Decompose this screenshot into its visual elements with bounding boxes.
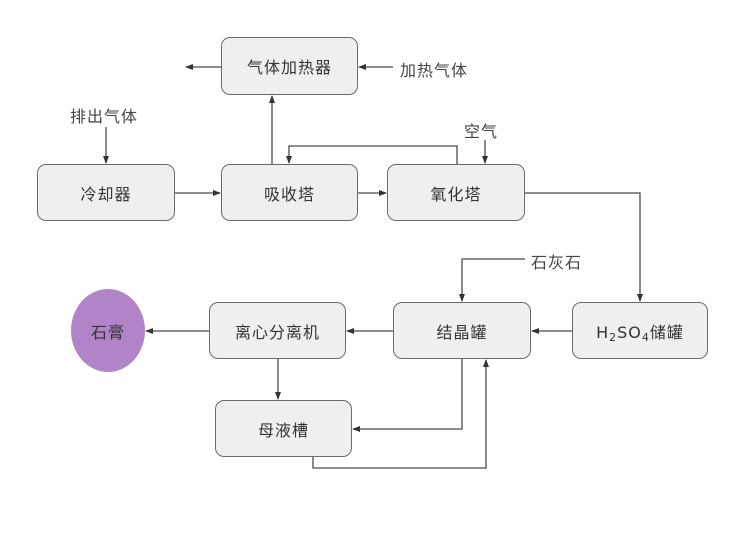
node-absorber-label: 吸收塔 <box>263 184 315 204</box>
node-h2so4-tank-label: H2SO4储罐 <box>596 319 684 343</box>
node-oxidizer: 氧化塔 <box>387 164 525 221</box>
node-absorber: 吸收塔 <box>221 164 358 221</box>
node-gypsum-label: 石膏 <box>90 322 125 342</box>
node-mother-liquor-tank-label: 母液槽 <box>257 420 309 440</box>
edge-oxidizer-to-absorber <box>286 145 458 164</box>
input-exhaust-gas: 排出气体 <box>70 107 139 126</box>
formula-sub-4: 4 <box>641 330 650 344</box>
node-gas-heater: 气体加热器 <box>221 37 358 95</box>
node-cooler-label: 冷却器 <box>80 184 132 204</box>
node-gypsum: 石膏 <box>71 289 145 372</box>
node-cooler: 冷却器 <box>37 164 175 221</box>
node-oxidizer-label: 氧化塔 <box>430 184 482 204</box>
edge-mother-liquor-to-crystallizer <box>312 359 489 469</box>
formula-sub-2: 2 <box>609 330 618 344</box>
input-air: 空气 <box>464 122 499 141</box>
formula-suffix: 储罐 <box>649 322 684 342</box>
input-limestone: 石灰石 <box>531 253 583 272</box>
node-centrifuge-label: 离心分离机 <box>234 322 320 342</box>
edge-oxidizer-to-h2so4 <box>525 192 643 302</box>
edge-crystallizer-to-mother-liquor <box>352 359 463 432</box>
formula-so: SO <box>617 322 642 342</box>
input-heated-gas: 加热气体 <box>400 61 469 80</box>
edge-limestone-to-crystallizer <box>459 258 525 302</box>
formula-h: H <box>596 322 610 342</box>
node-centrifuge: 离心分离机 <box>209 302 346 359</box>
node-h2so4-tank: H2SO4储罐 <box>572 302 708 359</box>
node-mother-liquor-tank: 母液槽 <box>215 400 352 457</box>
node-gas-heater-label: 气体加热器 <box>246 58 332 77</box>
node-crystallizer: 结晶罐 <box>393 302 531 359</box>
node-crystallizer-label: 结晶罐 <box>436 322 488 342</box>
